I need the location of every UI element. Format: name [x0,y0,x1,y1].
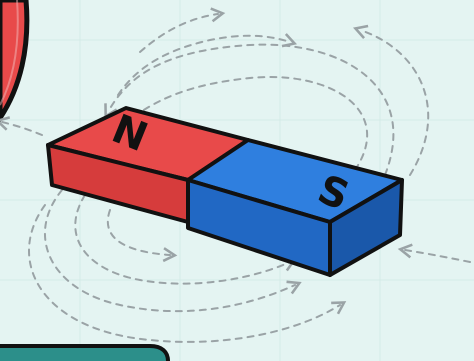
field-line-right [397,243,471,263]
field-line-left [0,116,43,136]
field-line-top-1 [112,76,369,171]
field-line-top-4 [139,7,226,53]
field-line-bottom-4 [106,209,178,263]
teal-card-corner [0,346,170,361]
magnetic-field-lines [0,7,471,343]
field-line-top-2 [104,43,395,176]
field-line-bottom-1 [44,189,302,313]
field-line-bottom-3 [28,204,347,343]
field-line-top-5 [117,33,298,96]
field-line-bottom-2 [74,194,297,285]
south-pole-end [328,178,404,277]
bar-magnet [46,106,404,277]
red-ring-decoration [0,0,30,123]
field-line-top-3 [353,24,430,176]
